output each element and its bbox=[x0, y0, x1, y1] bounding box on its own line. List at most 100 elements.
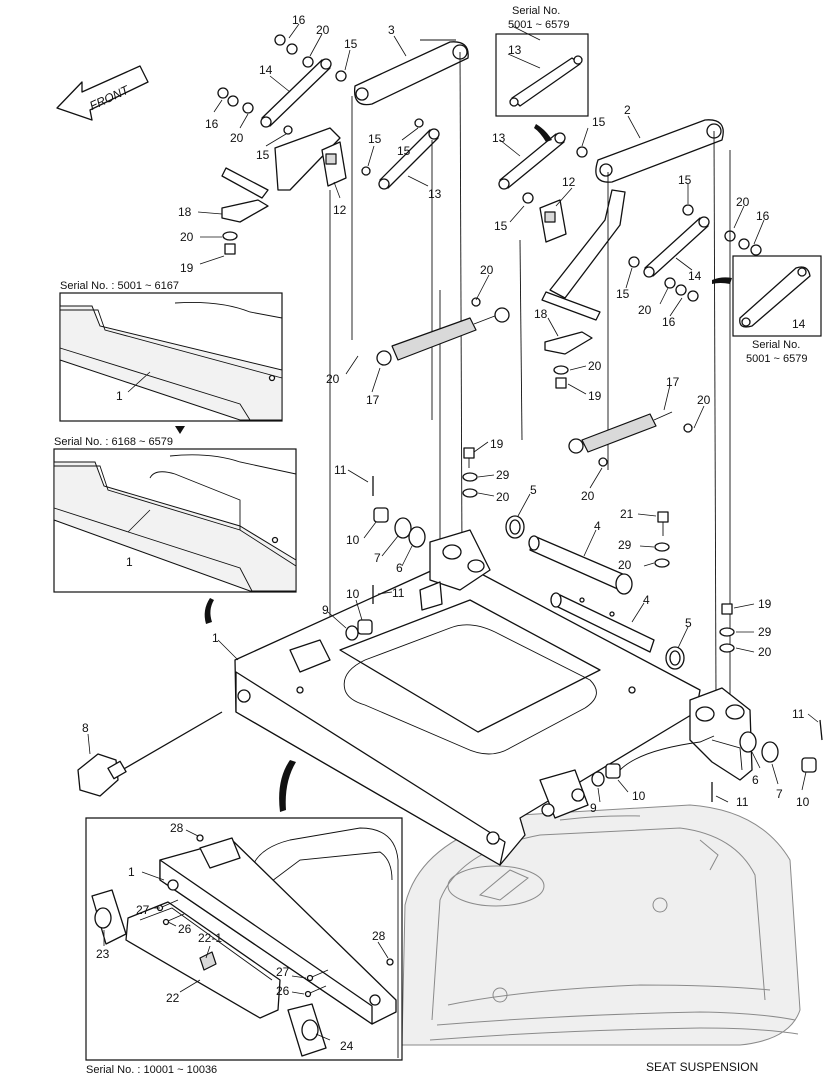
callout-14: 14 bbox=[688, 269, 702, 283]
hinge-left bbox=[419, 529, 491, 611]
leader-lines bbox=[87, 23, 819, 1041]
serial-right-line1: Serial No. bbox=[752, 339, 800, 351]
bolts bbox=[462, 447, 735, 653]
callout-15: 15 bbox=[494, 219, 508, 233]
callout-10: 10 bbox=[346, 587, 360, 601]
hinge-right bbox=[689, 687, 753, 781]
callout-5: 5 bbox=[685, 616, 692, 630]
callout-16: 16 bbox=[292, 13, 306, 27]
callout-13: 13 bbox=[428, 187, 442, 201]
pins bbox=[372, 476, 823, 802]
callout-11: 11 bbox=[334, 463, 347, 477]
callout-22-1: 22-1 bbox=[198, 931, 222, 945]
serial-inset-a: Serial No. : 5001 ~ 6167 bbox=[60, 280, 179, 292]
gas-spring-left bbox=[376, 297, 510, 366]
callout-20: 20 bbox=[638, 303, 652, 317]
bushings bbox=[345, 507, 817, 787]
callout-20: 20 bbox=[496, 490, 510, 504]
callout-16: 16 bbox=[205, 117, 219, 131]
callout-7: 7 bbox=[374, 551, 381, 565]
inset-link13 bbox=[495, 33, 589, 142]
callout-7: 7 bbox=[776, 787, 783, 801]
left-linkage bbox=[217, 34, 469, 630]
callout-8: 8 bbox=[82, 721, 89, 735]
callout-20: 20 bbox=[588, 359, 602, 373]
callout-6: 6 bbox=[752, 773, 759, 787]
callout-19: 19 bbox=[758, 597, 772, 611]
callout-13: 13 bbox=[508, 43, 522, 57]
callout-3: 3 bbox=[388, 23, 395, 37]
callout-20: 20 bbox=[480, 263, 494, 277]
callout-22: 22 bbox=[166, 991, 180, 1005]
callout-27: 26 bbox=[178, 922, 192, 936]
callout-29: 29 bbox=[496, 468, 510, 482]
callout-27: 26 bbox=[276, 984, 290, 998]
callout-20: 20 bbox=[618, 558, 632, 572]
callout-15: 15 bbox=[397, 144, 411, 158]
callout-1: 1 bbox=[128, 865, 135, 879]
callout-1: 1 bbox=[212, 631, 219, 645]
callout-labels: 16 20 3 15 14 16 20 15 15 15 13 12 18 20… bbox=[54, 5, 810, 1076]
callout-17: 17 bbox=[366, 393, 380, 407]
callout-4: 4 bbox=[594, 519, 601, 533]
callout-17: 17 bbox=[666, 375, 680, 389]
serial-right-line2: 5001 ~ 6579 bbox=[746, 353, 807, 365]
seat-outline bbox=[401, 804, 801, 1046]
callout-15: 15 bbox=[678, 173, 692, 187]
diagram-title: SEAT SUSPENSION bbox=[646, 1060, 758, 1074]
callout-13: 13 bbox=[492, 131, 506, 145]
callout-12: 12 bbox=[562, 175, 576, 189]
inset-link14 bbox=[712, 255, 822, 337]
callout-26: 28 bbox=[372, 929, 386, 943]
callout-1: 1 bbox=[116, 389, 123, 403]
inset-arrow-b bbox=[204, 598, 214, 624]
callout-15: 15 bbox=[616, 287, 630, 301]
inset-c bbox=[85, 817, 403, 1061]
callout-10: 10 bbox=[632, 789, 646, 803]
callout-11: 11 bbox=[736, 795, 749, 809]
shafts bbox=[528, 535, 655, 653]
callout-24: 24 bbox=[340, 1039, 354, 1053]
callout-9: 9 bbox=[590, 801, 597, 815]
callout-5: 5 bbox=[530, 483, 537, 497]
serial-top-line2: 5001 ~ 6579 bbox=[508, 19, 569, 31]
callout-18: 18 bbox=[178, 205, 192, 219]
callout-28: 27 bbox=[276, 965, 290, 979]
callout-11: 11 bbox=[392, 586, 405, 600]
callout-29: 29 bbox=[618, 538, 632, 552]
callout-19: 19 bbox=[180, 261, 194, 275]
callout-20: 20 bbox=[316, 23, 330, 37]
callout-1: 1 bbox=[126, 555, 133, 569]
callout-19: 19 bbox=[588, 389, 602, 403]
adjust-knob bbox=[77, 711, 223, 797]
gas-spring-right bbox=[568, 411, 693, 467]
callout-6: 6 bbox=[396, 561, 403, 575]
callout-19: 19 bbox=[490, 437, 504, 451]
serial-inset-c: Serial No. : 10001 ~ 10036 bbox=[86, 1064, 217, 1076]
inset-a bbox=[59, 292, 283, 422]
callout-15: 15 bbox=[344, 37, 358, 51]
callout-15: 15 bbox=[368, 132, 382, 146]
callout-29: 29 bbox=[758, 625, 772, 639]
serial-inset-b: Serial No. : 6168 ~ 6579 bbox=[54, 436, 173, 448]
inset-b bbox=[53, 448, 297, 593]
callout-14: 14 bbox=[792, 317, 806, 331]
callout-28: 27 bbox=[136, 903, 150, 917]
callout-16: 16 bbox=[756, 209, 770, 223]
callout-18: 18 bbox=[534, 307, 548, 321]
callout-12: 12 bbox=[333, 203, 347, 217]
callout-11: 11 bbox=[792, 707, 805, 721]
callout-15: 15 bbox=[256, 148, 270, 162]
callout-21: 21 bbox=[620, 507, 634, 521]
callout-20: 20 bbox=[230, 131, 244, 145]
callout-16: 16 bbox=[662, 315, 676, 329]
inset-arrow-c bbox=[279, 760, 296, 812]
callout-23: 23 bbox=[96, 947, 110, 961]
callout-2: 2 bbox=[624, 103, 631, 117]
serial-top-line1: Serial No. bbox=[512, 5, 560, 17]
callout-20: 20 bbox=[180, 230, 194, 244]
cable bbox=[619, 735, 715, 771]
callout-4: 4 bbox=[643, 593, 650, 607]
